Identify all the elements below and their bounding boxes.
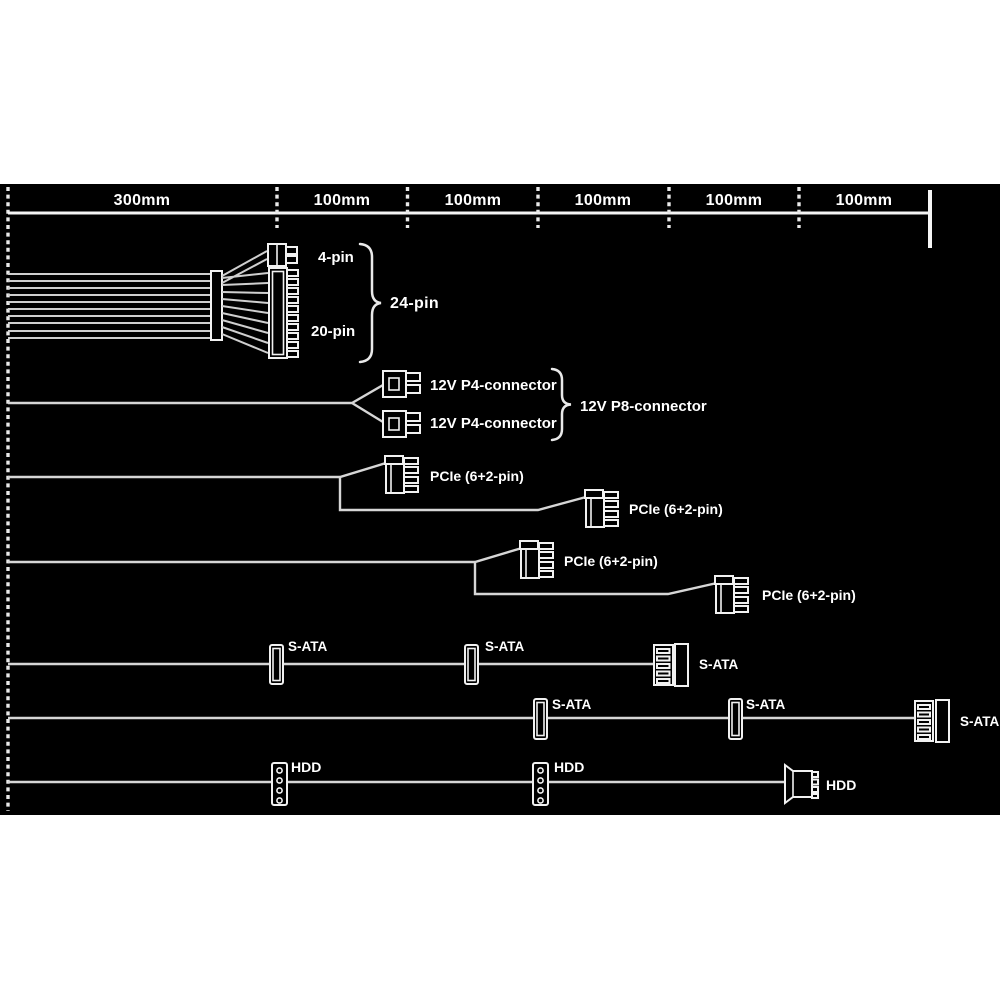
cable-atx-24pin: 4-pin 20-pin 24-pin [8,242,439,364]
sata-inline-connector-3 [533,698,548,740]
atx-4pin-prongs [285,246,298,264]
cpu-cable-lines [8,383,384,424]
atx-fan-wires [221,250,269,354]
cpu-p4-connector-top [382,370,421,398]
label-p4-bottom: 12V P4-connector [430,415,557,432]
sata1-end-slots [656,648,671,684]
label-sata-5: S-ATA [746,697,785,712]
ruler-label-100mm-5: 100mm [836,192,893,209]
sata-inline-connector-4 [728,698,743,740]
ruler-label-100mm-4: 100mm [706,192,763,209]
hdd-end-connector [784,763,819,805]
label-pcie-1: PCIe (6+2-pin) [430,468,524,484]
cpu-p4-top-prongs [405,372,421,394]
cable-sata-1: S-ATA S-ATA S-ATA [8,639,738,687]
label-pcie-2: PCIe (6+2-pin) [629,501,723,517]
label-hdd-3: HDD [826,777,856,793]
pcie1-cable-lines [8,461,587,512]
pcie-connector-1 [384,455,419,494]
ruler-label-100mm-2: 100mm [445,192,502,209]
pcie-connector-2 [584,489,619,528]
cable-pcie-1: PCIe (6+2-pin) PCIe (6+2-pin) [8,455,723,528]
cpu-p4-bottom-prongs [405,412,421,434]
label-hdd-2: HDD [554,759,584,775]
label-hdd-1: HDD [291,759,321,775]
cable-hdd: HDD HDD HDD [8,759,856,806]
pcie4-prongs [733,577,749,613]
label-20pin: 20-pin [311,323,355,340]
pcie1-prongs [403,457,419,493]
cable-sata-2: S-ATA S-ATA S-ATA [8,697,999,743]
ruler-label-300mm: 300mm [114,192,171,209]
ruler-label-100mm-1: 100mm [314,192,371,209]
hdd-inline-connector-2 [532,762,549,806]
sata-inline-connector-1 [269,644,284,685]
pcie3-prongs [538,542,554,578]
sata-end-connector-2 [914,699,950,743]
atx-wire-bundle [8,273,211,339]
atx-cable-sleeve [210,270,223,341]
label-p4-top: 12V P4-connector [430,377,557,394]
sata-inline-connector-2 [464,644,479,685]
atx-24pin-brace [358,242,382,364]
diagram-panel [0,184,1000,815]
sata2-end-slots [917,704,931,740]
label-24pin: 24-pin [390,295,439,312]
pcie-connector-3 [519,540,554,579]
atx-20pin-teeth [286,269,299,358]
label-pcie-3: PCIe (6+2-pin) [564,553,658,569]
pcie-connector-4 [714,575,749,614]
hdd-end-teeth [811,771,819,799]
label-sata-3: S-ATA [699,657,738,672]
atx-4pin-connector [267,243,298,267]
cable-pcie-2: PCIe (6+2-pin) PCIe (6+2-pin) [8,540,856,614]
label-sata-2: S-ATA [485,639,524,654]
label-sata-6: S-ATA [960,714,999,729]
ruler: 300mm 100mm 100mm 100mm 100mm 100mm [8,187,932,248]
pcie2-cable-lines [8,546,718,596]
label-sata-4: S-ATA [552,697,591,712]
ruler-label-100mm-3: 100mm [575,192,632,209]
cpu-p8-brace [550,367,572,442]
hdd-inline-connector-1 [271,762,288,806]
label-p8: 12V P8-connector [580,398,707,415]
label-4pin: 4-pin [318,249,354,266]
label-sata-1: S-ATA [288,639,327,654]
sata-end-connector-1 [653,643,689,687]
label-pcie-4: PCIe (6+2-pin) [762,587,856,603]
cable-cpu-12v: 12V P4-connector 12V P4-connector 12V P8… [8,367,707,442]
cpu-p4-connector-bottom [382,410,421,438]
pcie2-prongs [603,491,619,527]
atx-20pin-connector [268,267,299,359]
